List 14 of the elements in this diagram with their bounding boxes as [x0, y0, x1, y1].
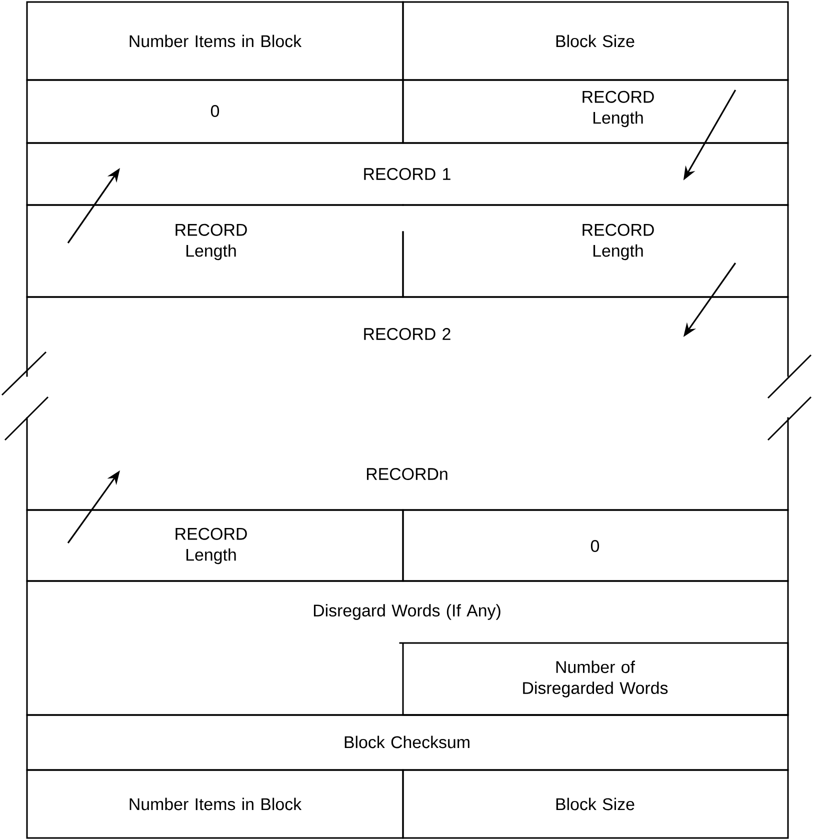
- table-cell: Number Items in Block: [26, 1, 404, 81]
- table-cell: Block Size: [402, 769, 789, 839]
- table-cell: RECORD Length: [26, 204, 404, 298]
- table-cell: RECORD Length: [402, 79, 789, 144]
- table-cell: RECORD 1: [26, 142, 789, 206]
- table-cell: 0: [26, 79, 404, 144]
- table-cell: RECORD Length: [26, 509, 404, 582]
- table-cell: Block Checksum: [26, 714, 789, 771]
- table-cell: RECORD Length: [402, 204, 789, 298]
- table-cell: Number of Disregarded Words: [399, 642, 789, 716]
- table-cell: Block Size: [402, 1, 789, 81]
- table-cell: RECORD 2 RECORDn: [26, 296, 789, 511]
- table-cell: Number Items in Block: [26, 769, 404, 839]
- table-cell: 0: [402, 509, 789, 582]
